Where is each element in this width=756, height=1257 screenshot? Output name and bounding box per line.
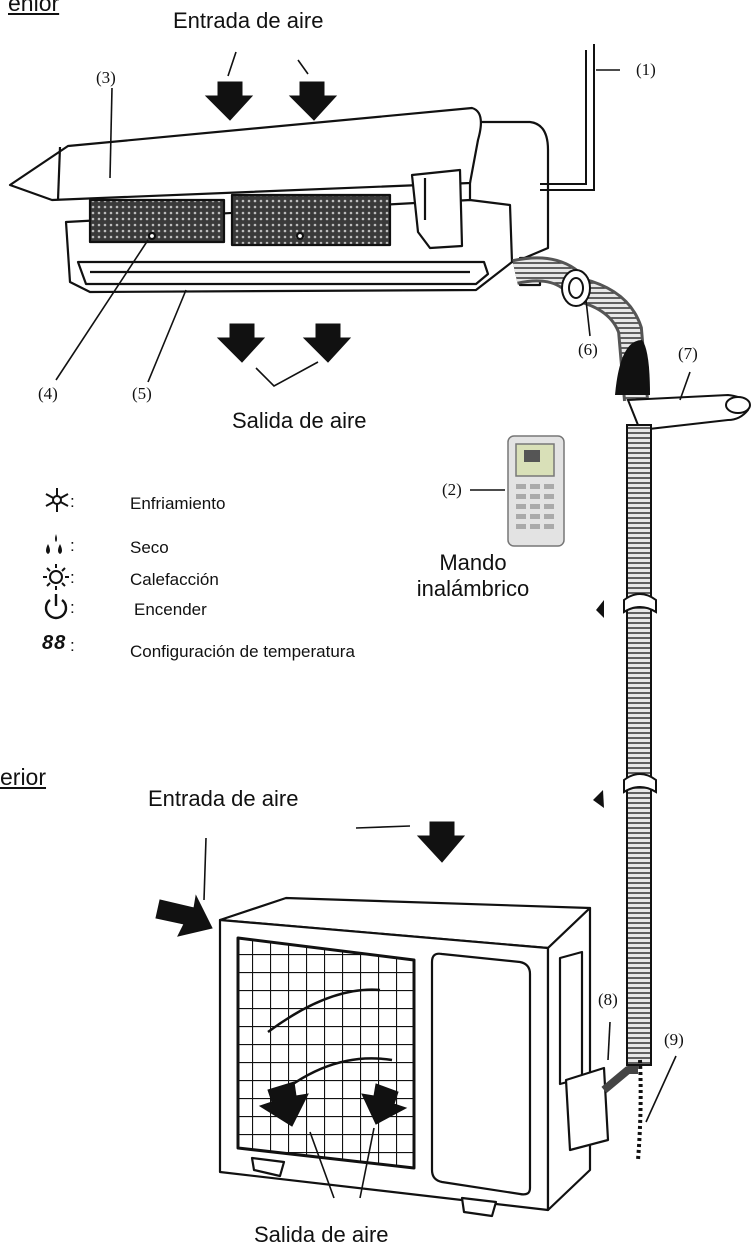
outdoor-section-title: erior bbox=[0, 764, 47, 790]
callout-9: (9) bbox=[664, 1030, 684, 1049]
right-filter bbox=[230, 193, 392, 247]
remote-caption: Mando inalámbrico bbox=[398, 550, 548, 602]
power-icon bbox=[44, 594, 68, 620]
legend-text-dry: Seco bbox=[130, 538, 169, 557]
snowflake-icon bbox=[45, 488, 69, 512]
legend-sep-1: : bbox=[70, 536, 75, 555]
callout-5: (5) bbox=[132, 384, 152, 403]
legend-text-heating: Calefacción bbox=[130, 570, 219, 589]
callout-4: (4) bbox=[38, 384, 58, 403]
air-arrows bbox=[155, 81, 466, 1127]
callout-2: (2) bbox=[442, 480, 462, 499]
callout-1: (1) bbox=[636, 60, 656, 79]
left-filter bbox=[88, 198, 226, 244]
connecting-hose bbox=[512, 256, 649, 402]
legend-text-cooling: Enfriamiento bbox=[130, 494, 226, 513]
remote-caption-line1: Mando bbox=[439, 550, 507, 575]
outdoor-unit bbox=[218, 896, 638, 1218]
sun-icon bbox=[43, 564, 69, 590]
fan-grille bbox=[236, 936, 416, 1170]
remote-control bbox=[507, 435, 565, 547]
pipe bbox=[540, 50, 587, 185]
front-panel bbox=[8, 106, 483, 202]
remote-caption-line2: inalámbrico bbox=[416, 576, 530, 601]
legend-sep-2: : bbox=[70, 568, 75, 587]
bottom-air-outlet-label: Salida de aire bbox=[254, 1222, 389, 1247]
indoor-unit bbox=[8, 106, 550, 294]
drops-icon bbox=[46, 534, 62, 554]
top-air-outlet-label: Salida de aire bbox=[232, 408, 367, 433]
bottom-air-inlet-label: Entrada de aire bbox=[148, 786, 299, 811]
indoor-section-title: enior bbox=[8, 0, 60, 16]
digits-icon: 88 bbox=[42, 632, 67, 654]
legend-text-temperature: Configuración de temperatura bbox=[130, 642, 355, 661]
leader-lines bbox=[55, 51, 691, 1199]
vertical-hose bbox=[626, 424, 652, 1066]
callout-8: (8) bbox=[598, 990, 618, 1009]
legend-text-power: Encender bbox=[134, 600, 207, 619]
legend-sep-3: : bbox=[70, 598, 75, 617]
top-air-inlet-label: Entrada de aire bbox=[173, 8, 324, 33]
legend-sep-0: : bbox=[70, 492, 75, 511]
callout-3: (3) bbox=[96, 68, 116, 87]
legend-sep-4: : bbox=[70, 636, 75, 655]
callout-6: (6) bbox=[578, 340, 598, 359]
callout-7: (7) bbox=[678, 344, 698, 363]
